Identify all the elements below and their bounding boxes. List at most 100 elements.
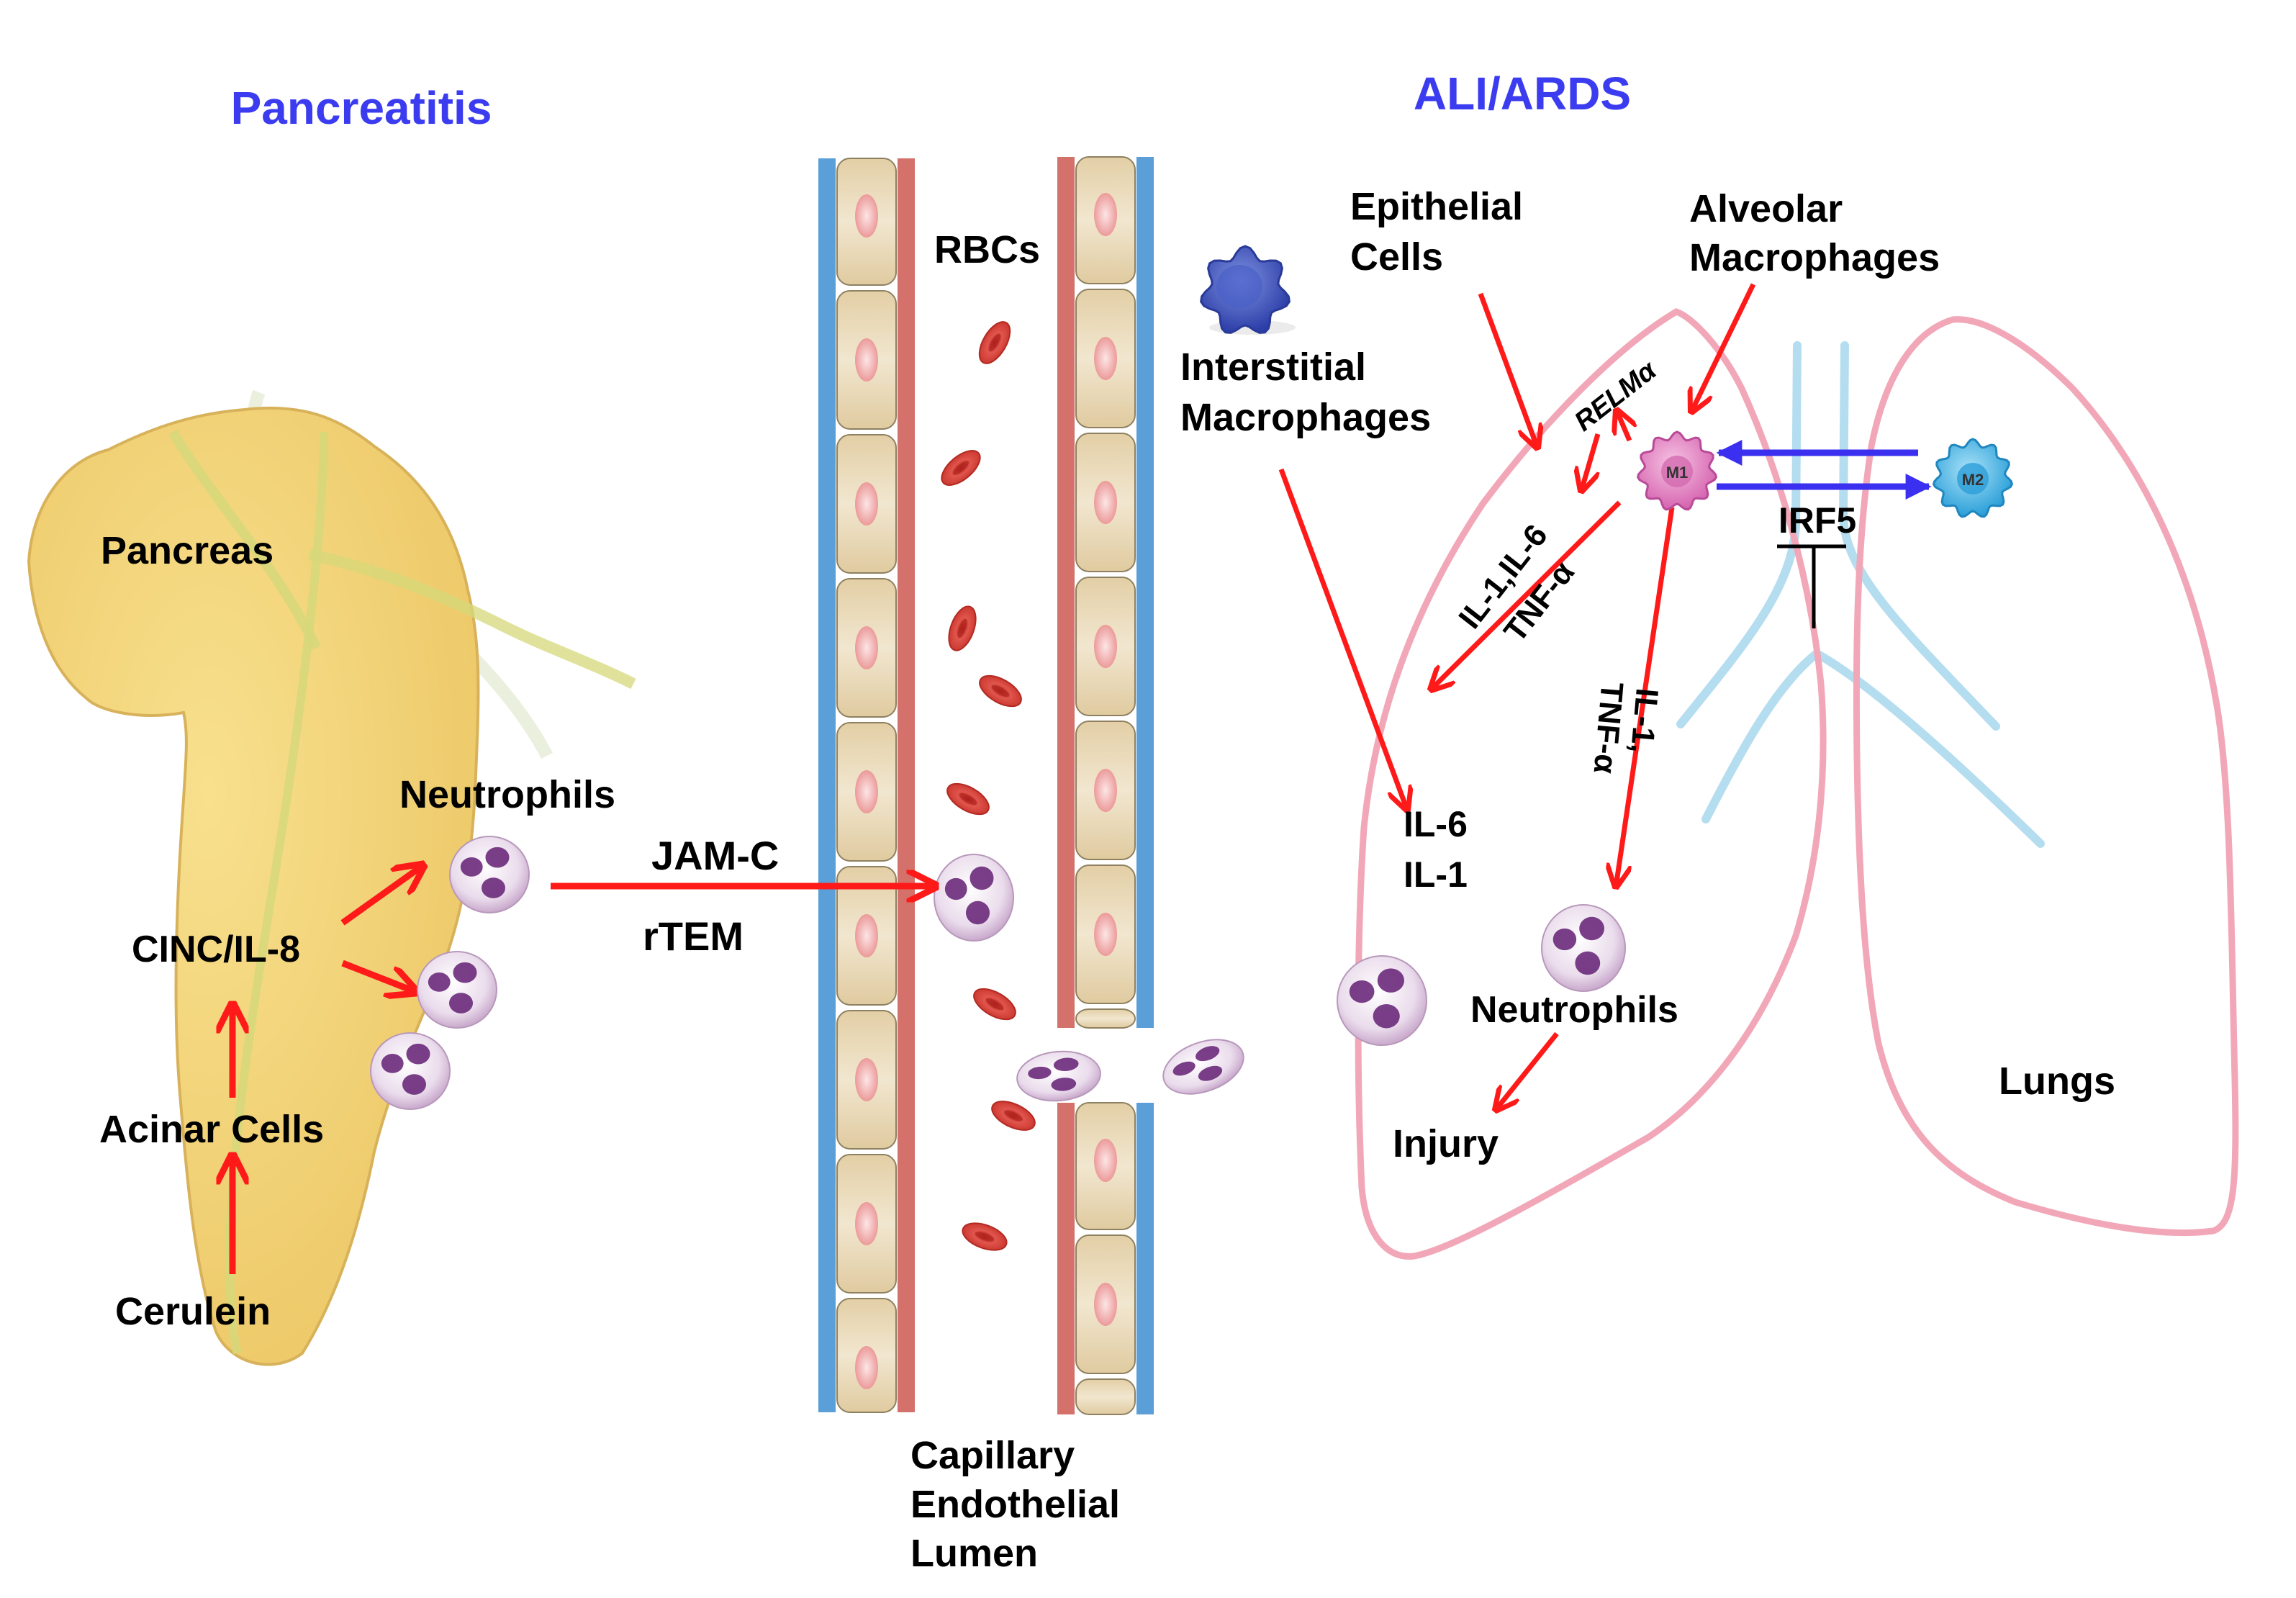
neutrophil-cell [1162,1039,1244,1095]
left-lung-outline [1355,308,1827,1260]
endothelial-nucleus [1094,481,1117,524]
trachea-right-wall [1838,341,2000,731]
acinar-cells-label: Acinar Cells [99,1108,324,1151]
neutrophil-nucleus-lobe [1575,951,1601,975]
interstitial-label-line-2: Macrophages [1180,396,1431,439]
capillary-label-line-2: Endothelial [910,1483,1120,1526]
neutrophil-nucleus-lobe [1373,1003,1400,1029]
neutrophil-nucleus-lobe [970,866,994,890]
neutrophil-nucleus-lobe [1579,916,1605,941]
lung-neutrophils-label: Neutrophils [1470,989,1678,1031]
cerulein-label: Cerulein [115,1290,271,1333]
rbc-cell [948,605,977,651]
irf5-label: IRF5 [1779,500,1856,541]
m1-label: M1 [1666,464,1689,482]
cinc-il8-label: CINC/IL-8 [132,929,300,970]
pancreas-label: Pancreas [101,529,274,572]
endothelial-cell [1075,1378,1136,1415]
endothelial-nucleus [1094,769,1117,812]
neutrophil-nucleus-lobe [966,900,990,925]
neutrophil-cell [934,854,1014,942]
rbc-cell [973,988,1016,1021]
endothelial-nucleus [855,1058,878,1101]
rtem-label: rTEM [643,913,744,959]
arrow-epithelial-to-lung [1478,292,1537,448]
epithelial-label-line-2: Cells [1350,235,1443,279]
lungs-label: Lungs [1999,1060,2115,1103]
neutrophil-nucleus-lobe [1051,1078,1077,1091]
neutrophil-cell [1337,955,1427,1046]
arrow-alveolar-to-m1 [1691,283,1756,412]
epithelial-label-line-1: Epithelial [1350,185,1523,228]
lung-neutrophil-group [1337,904,1626,1046]
capillary-right-wall-segment [1057,156,1154,1029]
capillary-left-wall [818,158,915,1413]
rbc-group [941,321,1036,1251]
neutrophil-cell [449,836,530,913]
right-lung-outline [1853,316,2239,1237]
endothelial-nucleus [1094,1283,1117,1326]
rbc-cell [978,321,1011,364]
m2-label: M2 [1962,471,1984,489]
bronchi-inner [1701,648,2045,848]
neutrophil-nucleus-lobe [1377,968,1404,993]
pancreas-neutrophil-group [370,836,1244,1110]
neutrophil-nucleus-lobe [1172,1061,1196,1076]
arrow-relm-down [1581,433,1601,491]
pancreatitis-title: Pancreatitis [231,82,492,134]
neutrophil-nucleus-lobe [485,847,510,868]
pancreas-arrows [232,865,423,1274]
arrow-m1-to-relm [1617,410,1630,442]
capillary-label-line-1: Capillary [910,1434,1075,1477]
neutrophil-nucleus-lobe [482,877,505,898]
il6-label: IL-6 [1404,804,1468,844]
arrow-m1-cytokines-left [1431,500,1622,690]
endothelial-nucleus [1094,913,1117,956]
neutrophil-nucleus-lobe [402,1074,426,1095]
arrow-cinc-to-neutrophil-1 [340,865,423,926]
neutrophil-nucleus-lobe [449,993,473,1014]
endothelial-nucleus [1094,193,1117,236]
capillary-vessel [818,156,1154,1415]
neutrophil-cell [370,1032,451,1110]
il1-label: IL-1 [1404,854,1468,895]
endothelial-nucleus [855,1346,878,1389]
neutrophil-nucleus-lobe [406,1043,430,1065]
endothelial-nucleus [855,626,878,669]
arrow-neutrophils-to-injury [1496,1032,1559,1110]
capillary-right-wall-segment [1057,1102,1154,1415]
endothelial-nucleus [855,1202,878,1245]
rbc-cell [946,782,990,816]
relm-alpha-label: RELMα [1569,355,1663,438]
alveolar-label-line-1: Alveolar [1689,187,1843,230]
pancreas-shape [27,406,480,1366]
jamc-label: JAM-C [651,833,779,878]
endothelial-nucleus [855,770,878,813]
endothelial-nucleus [1094,337,1117,380]
endothelial-nucleus [855,482,878,525]
rbc-cell [979,674,1022,708]
neutrophil-nucleus-lobe [428,972,451,992]
irf5-inhibition-bar [1777,544,1846,628]
rbc-cell [991,1101,1036,1131]
neutrophil-nucleus-lobe [381,1054,404,1073]
neutrophil-nucleus-lobe [453,962,477,983]
neutrophil-nucleus-lobe [1196,1046,1220,1062]
rbcs-label: RBCs [934,228,1040,271]
cytokines-down-line-1: IL-1, [1624,687,1665,754]
neutrophil-nucleus-lobe [1198,1065,1223,1081]
neutrophil-cell [417,951,497,1029]
neutrophil-nucleus-lobe [1053,1057,1079,1072]
neutrophil-nucleus-lobe [1028,1066,1052,1080]
interstitial-macrophage-icon [1200,245,1296,335]
interstitial-label-line-1: Interstitial [1180,346,1366,389]
alveolar-label-line-2: Macrophages [1689,236,1940,279]
ali-ards-title: ALI/ARDS [1414,68,1631,119]
neutrophil-nucleus-lobe [1552,928,1577,951]
endothelial-nucleus [1094,625,1117,668]
arrow-interstitial-to-il [1278,468,1407,810]
m2-macrophage-icon: M2 [1932,438,2014,518]
arrow-m1-cytokines-down [1616,507,1675,887]
neutrophil-nucleus-lobe [1349,980,1375,1003]
